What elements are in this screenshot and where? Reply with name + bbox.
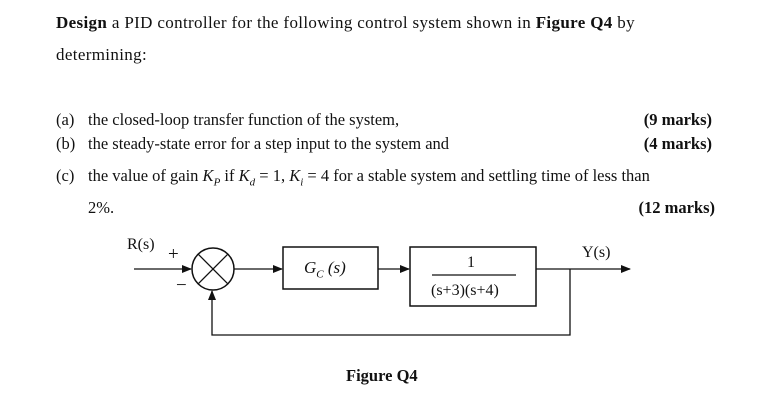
part-b-text: the steady-state error for a step input … (88, 134, 450, 153)
gain-kd-subscript: d (249, 176, 256, 189)
input-label: R(s) (127, 236, 155, 253)
part-a-label: (a) (56, 110, 75, 129)
controller-argument: (s) (323, 258, 346, 277)
question-intro-line2: determining: (56, 45, 148, 64)
gain-kp-subscript: P (213, 176, 221, 189)
part-a-marks: (9 marks) (643, 110, 712, 129)
part-b-label: (b) (56, 134, 76, 153)
gain-ki-symbol: K (289, 166, 301, 185)
controller-block (282, 246, 379, 290)
plant-denominator: (s+3)(s+4) (431, 282, 499, 299)
intro-text-end: by (612, 13, 635, 32)
part-c-text-pre: the value of gain (88, 166, 203, 185)
summing-junction (191, 247, 235, 291)
controller-subscript: C (316, 268, 324, 281)
part-c-text-kd-value: = 1, (255, 166, 290, 185)
gain-kp-symbol: K (202, 166, 214, 185)
figure-caption: Figure Q4 (346, 366, 418, 385)
controller-label: GC (s) (304, 258, 346, 280)
part-c-text-line2: 2%. (88, 198, 115, 217)
question-intro-line1: Design a PID controller for the followin… (56, 13, 635, 33)
plus-sign: + (168, 244, 179, 265)
intro-design-word: Design (56, 13, 108, 32)
part-c-marks: (12 marks) (638, 198, 715, 217)
part-c-text-if: if (220, 166, 239, 185)
intro-figure-ref: Figure Q4 (535, 13, 613, 32)
plant-block (409, 246, 537, 307)
part-a-text: the closed-loop transfer function of the… (88, 110, 400, 129)
intro-text: a PID controller for the following contr… (107, 13, 536, 32)
part-c-text: the value of gain KP if Kd = 1, Ki = 4 f… (88, 166, 650, 188)
part-c-label: (c) (56, 166, 75, 185)
minus-sign: − (176, 275, 187, 296)
part-c-text-post: = 4 for a stable system and settling tim… (303, 166, 650, 185)
feedback-path (208, 269, 571, 336)
plant-numerator: 1 (467, 254, 475, 271)
gain-ki-subscript: i (300, 176, 304, 189)
output-label: Y(s) (582, 244, 611, 261)
part-b-marks: (4 marks) (643, 134, 712, 153)
controller-symbol: G (304, 258, 317, 277)
gain-kd-symbol: K (238, 166, 250, 185)
